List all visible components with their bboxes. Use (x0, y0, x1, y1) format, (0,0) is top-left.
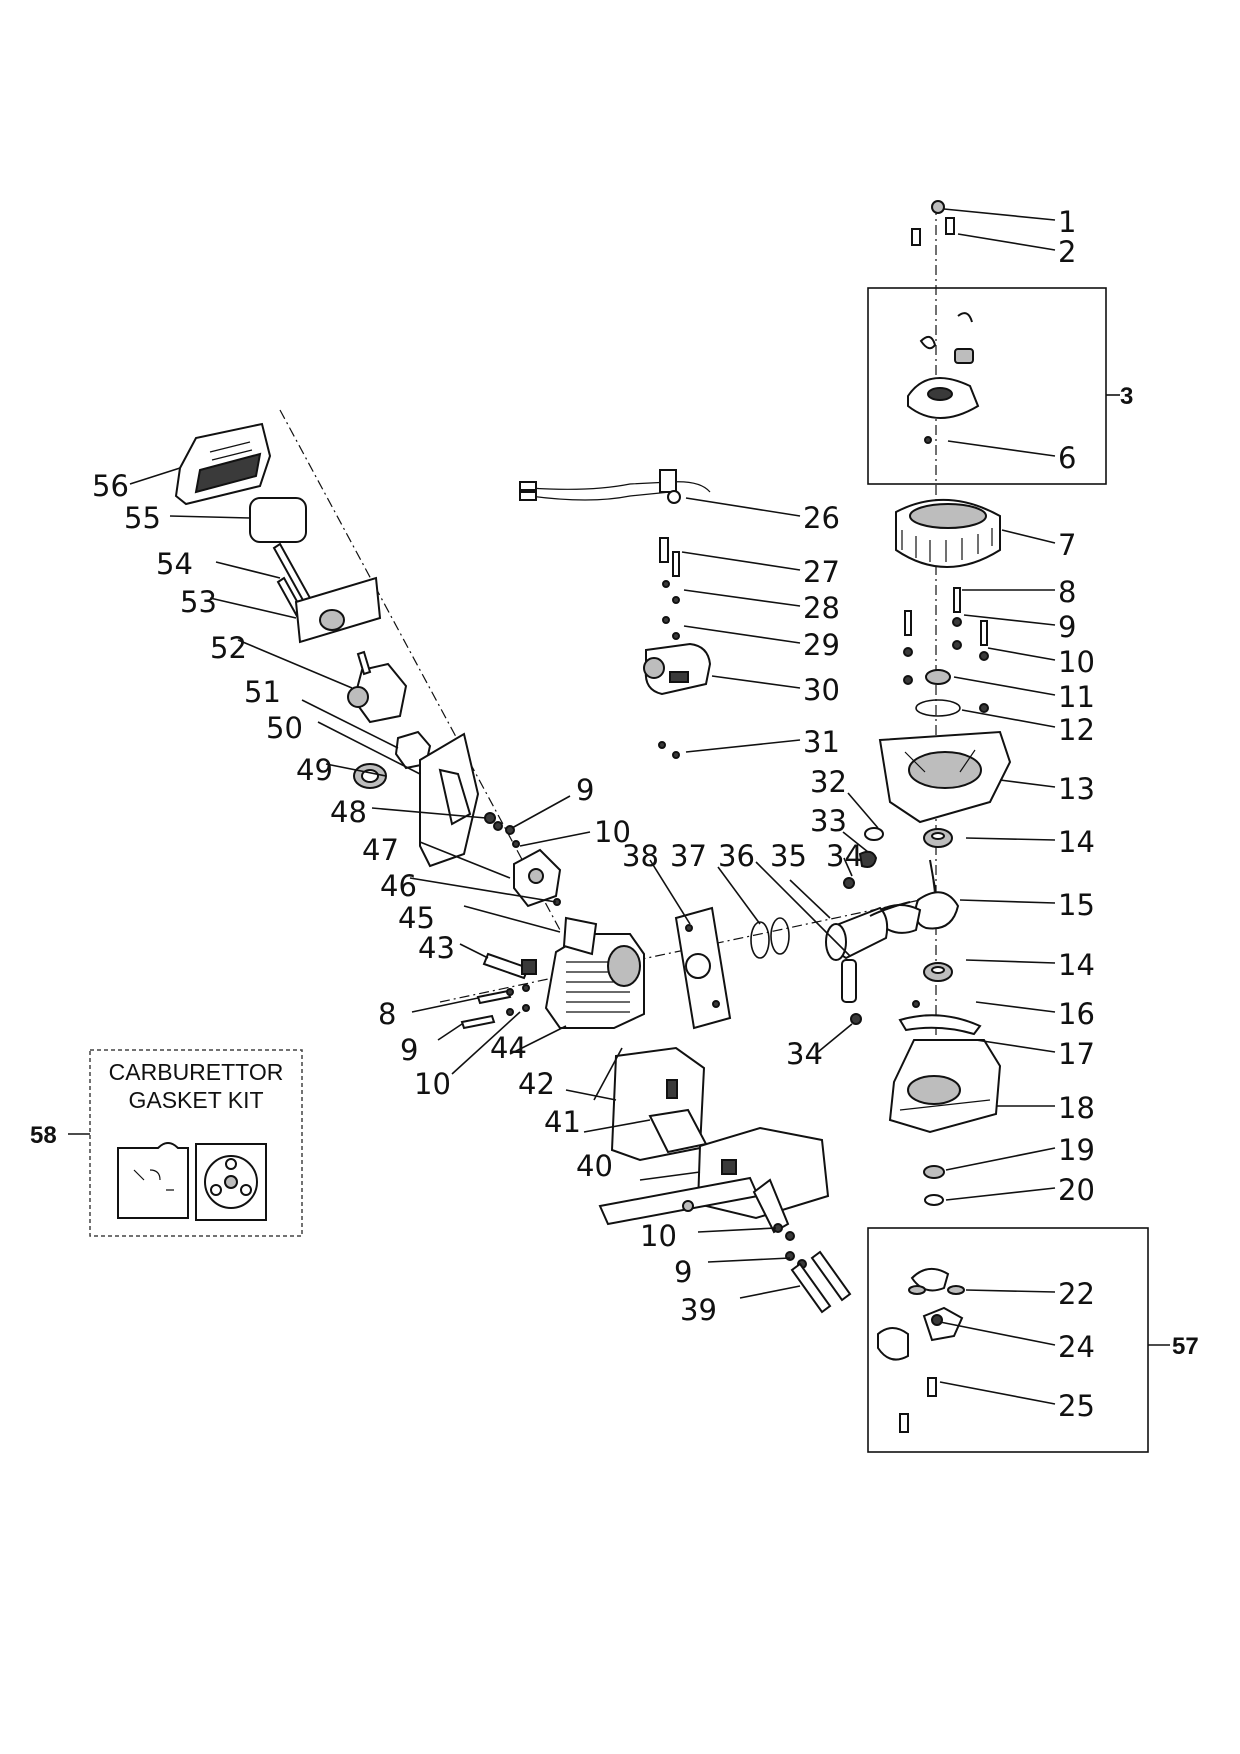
callout-19: 19 (1058, 1133, 1095, 1167)
callout-40: 40 (576, 1149, 613, 1183)
callout-32: 32 (810, 765, 847, 799)
callout-34-upper: 34 (826, 839, 863, 873)
callout-18: 18 (1058, 1091, 1095, 1125)
callout-7: 7 (1058, 528, 1076, 562)
callout-9-upper: 9 (576, 773, 594, 807)
callout-28: 28 (803, 591, 840, 625)
callout-8: 8 (1058, 575, 1076, 609)
kit-box-frame (89, 1049, 303, 1237)
callout-2: 2 (1058, 235, 1076, 269)
callout-50: 50 (266, 711, 303, 745)
callout-16: 16 (1058, 997, 1095, 1031)
callout-27: 27 (803, 555, 840, 589)
kit-title-line1: CARBURETTOR (109, 1059, 284, 1085)
leader-lines (68, 208, 1170, 1405)
callout-51: 51 (244, 675, 281, 709)
part-group-57-frame (867, 1227, 1149, 1453)
callout-11: 11 (1058, 680, 1095, 714)
callout-10-lower: 10 (640, 1219, 677, 1253)
callout-43: 43 (418, 931, 455, 965)
callout-labels: 1 2 3 6 7 8 9 10 11 12 13 14 15 14 16 17… (30, 205, 1199, 1423)
carburettor-airfilter-drawing (174, 409, 562, 931)
ignition-coil-drawing (519, 469, 712, 759)
callout-9-lower: 9 (674, 1255, 692, 1289)
callout-57: 57 (1172, 1333, 1199, 1360)
callout-9-middle: 9 (400, 1033, 418, 1067)
starter-column-drawing (867, 200, 1149, 1453)
callout-10-middle: 10 (414, 1067, 451, 1101)
callout-54: 54 (156, 547, 193, 581)
callout-52: 52 (210, 631, 247, 665)
callout-39: 39 (680, 1293, 717, 1327)
muffler-drawing (598, 1126, 852, 1314)
callout-42: 42 (518, 1067, 555, 1101)
callout-10: 10 (1058, 645, 1095, 679)
carburettor-gasket-kit: CARBURETTOR GASKET KIT (89, 1049, 303, 1237)
callout-20: 20 (1058, 1173, 1095, 1207)
callout-44: 44 (490, 1031, 527, 1065)
callout-15: 15 (1058, 888, 1095, 922)
callout-46: 46 (380, 869, 417, 903)
callout-9: 9 (1058, 610, 1076, 644)
callout-22: 22 (1058, 1277, 1095, 1311)
piston-cylinder-drawing (439, 827, 921, 1162)
callout-53: 53 (180, 585, 217, 619)
callout-6: 6 (1058, 441, 1076, 475)
kit-gasket-left (117, 1142, 189, 1219)
callout-10-upper: 10 (594, 815, 631, 849)
callout-25: 25 (1058, 1389, 1095, 1423)
callout-1: 1 (1058, 205, 1076, 239)
callout-24: 24 (1058, 1330, 1095, 1364)
callout-34-lower: 34 (786, 1037, 823, 1071)
callout-35: 35 (770, 839, 807, 873)
callout-3: 3 (1120, 383, 1133, 410)
callout-12: 12 (1058, 713, 1095, 747)
callout-48: 48 (330, 795, 367, 829)
callout-38: 38 (622, 839, 659, 873)
callout-41: 41 (544, 1105, 581, 1139)
callout-30: 30 (803, 673, 840, 707)
callout-8-lower: 8 (378, 997, 396, 1031)
callout-26: 26 (803, 501, 840, 535)
part-group-3-frame (867, 287, 1107, 485)
callout-37: 37 (670, 839, 707, 873)
callout-13: 13 (1058, 772, 1095, 806)
callout-14-upper: 14 (1058, 825, 1095, 859)
callout-17: 17 (1058, 1037, 1095, 1071)
callout-14-lower: 14 (1058, 948, 1095, 982)
callout-58: 58 (30, 1122, 57, 1149)
callout-45: 45 (398, 901, 435, 935)
callout-55: 55 (124, 501, 161, 535)
callout-49: 49 (296, 753, 333, 787)
kit-title-line2: GASKET KIT (128, 1087, 263, 1113)
callout-33: 33 (810, 804, 847, 838)
callout-36: 36 (718, 839, 755, 873)
callout-47: 47 (362, 833, 399, 867)
callout-29: 29 (803, 628, 840, 662)
callout-31: 31 (803, 725, 840, 759)
callout-56: 56 (92, 469, 129, 503)
